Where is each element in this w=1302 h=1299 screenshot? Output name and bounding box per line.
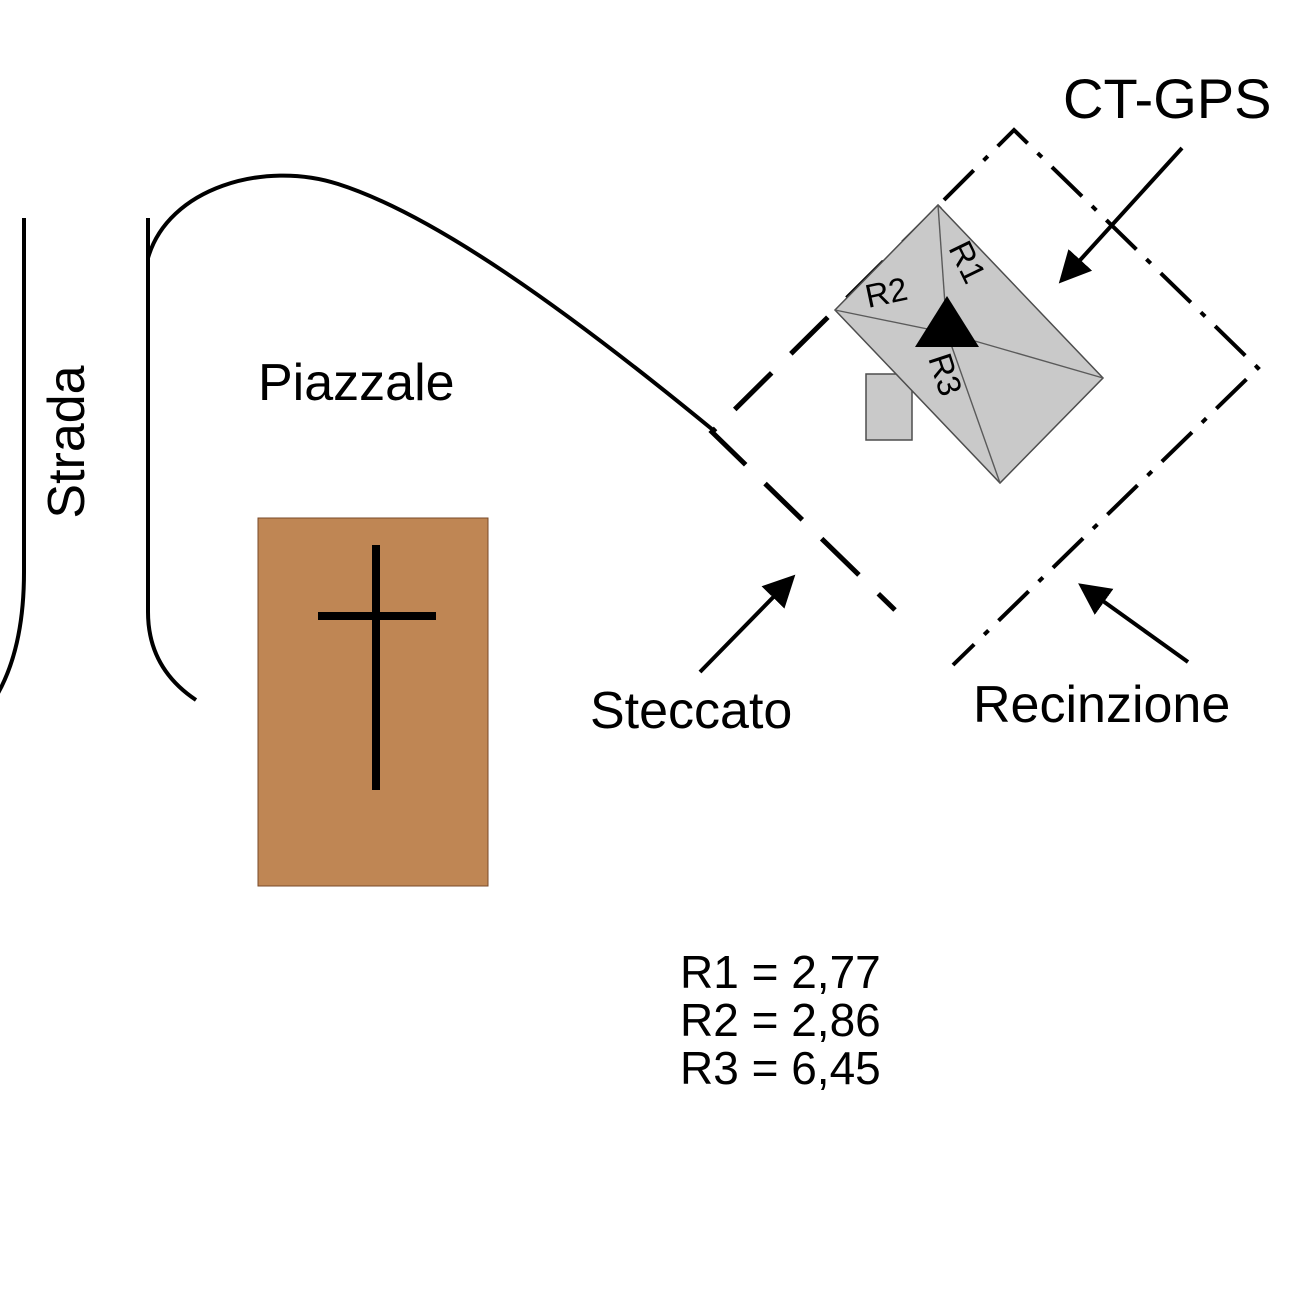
ray-label-r2: R2 xyxy=(862,270,911,315)
gps-station-triangle xyxy=(915,296,979,347)
strada-label: Strada xyxy=(38,365,96,518)
ct-gps-label: CT-GPS xyxy=(1063,67,1271,130)
steccato-label: Steccato xyxy=(590,682,792,740)
road-inner-line xyxy=(146,218,198,702)
steccato-arrow xyxy=(698,574,796,674)
ridge-line-bottom xyxy=(946,332,1001,484)
road-outer-line xyxy=(0,218,26,694)
measurement-r1: R1 = 2,77 xyxy=(680,946,881,998)
building-annex xyxy=(865,373,913,441)
recinzione-dashdot-line xyxy=(942,127,1261,667)
ct-gps-arrow xyxy=(1058,146,1184,284)
road-top-curve xyxy=(146,173,715,432)
measurement-r3: R3 = 6,45 xyxy=(680,1042,881,1094)
piazzale-label: Piazzale xyxy=(258,354,455,412)
recinzione-arrow xyxy=(1078,583,1190,664)
measurement-r2: R2 = 2,86 xyxy=(680,994,881,1046)
recinzione-label: Recinzione xyxy=(973,676,1230,734)
